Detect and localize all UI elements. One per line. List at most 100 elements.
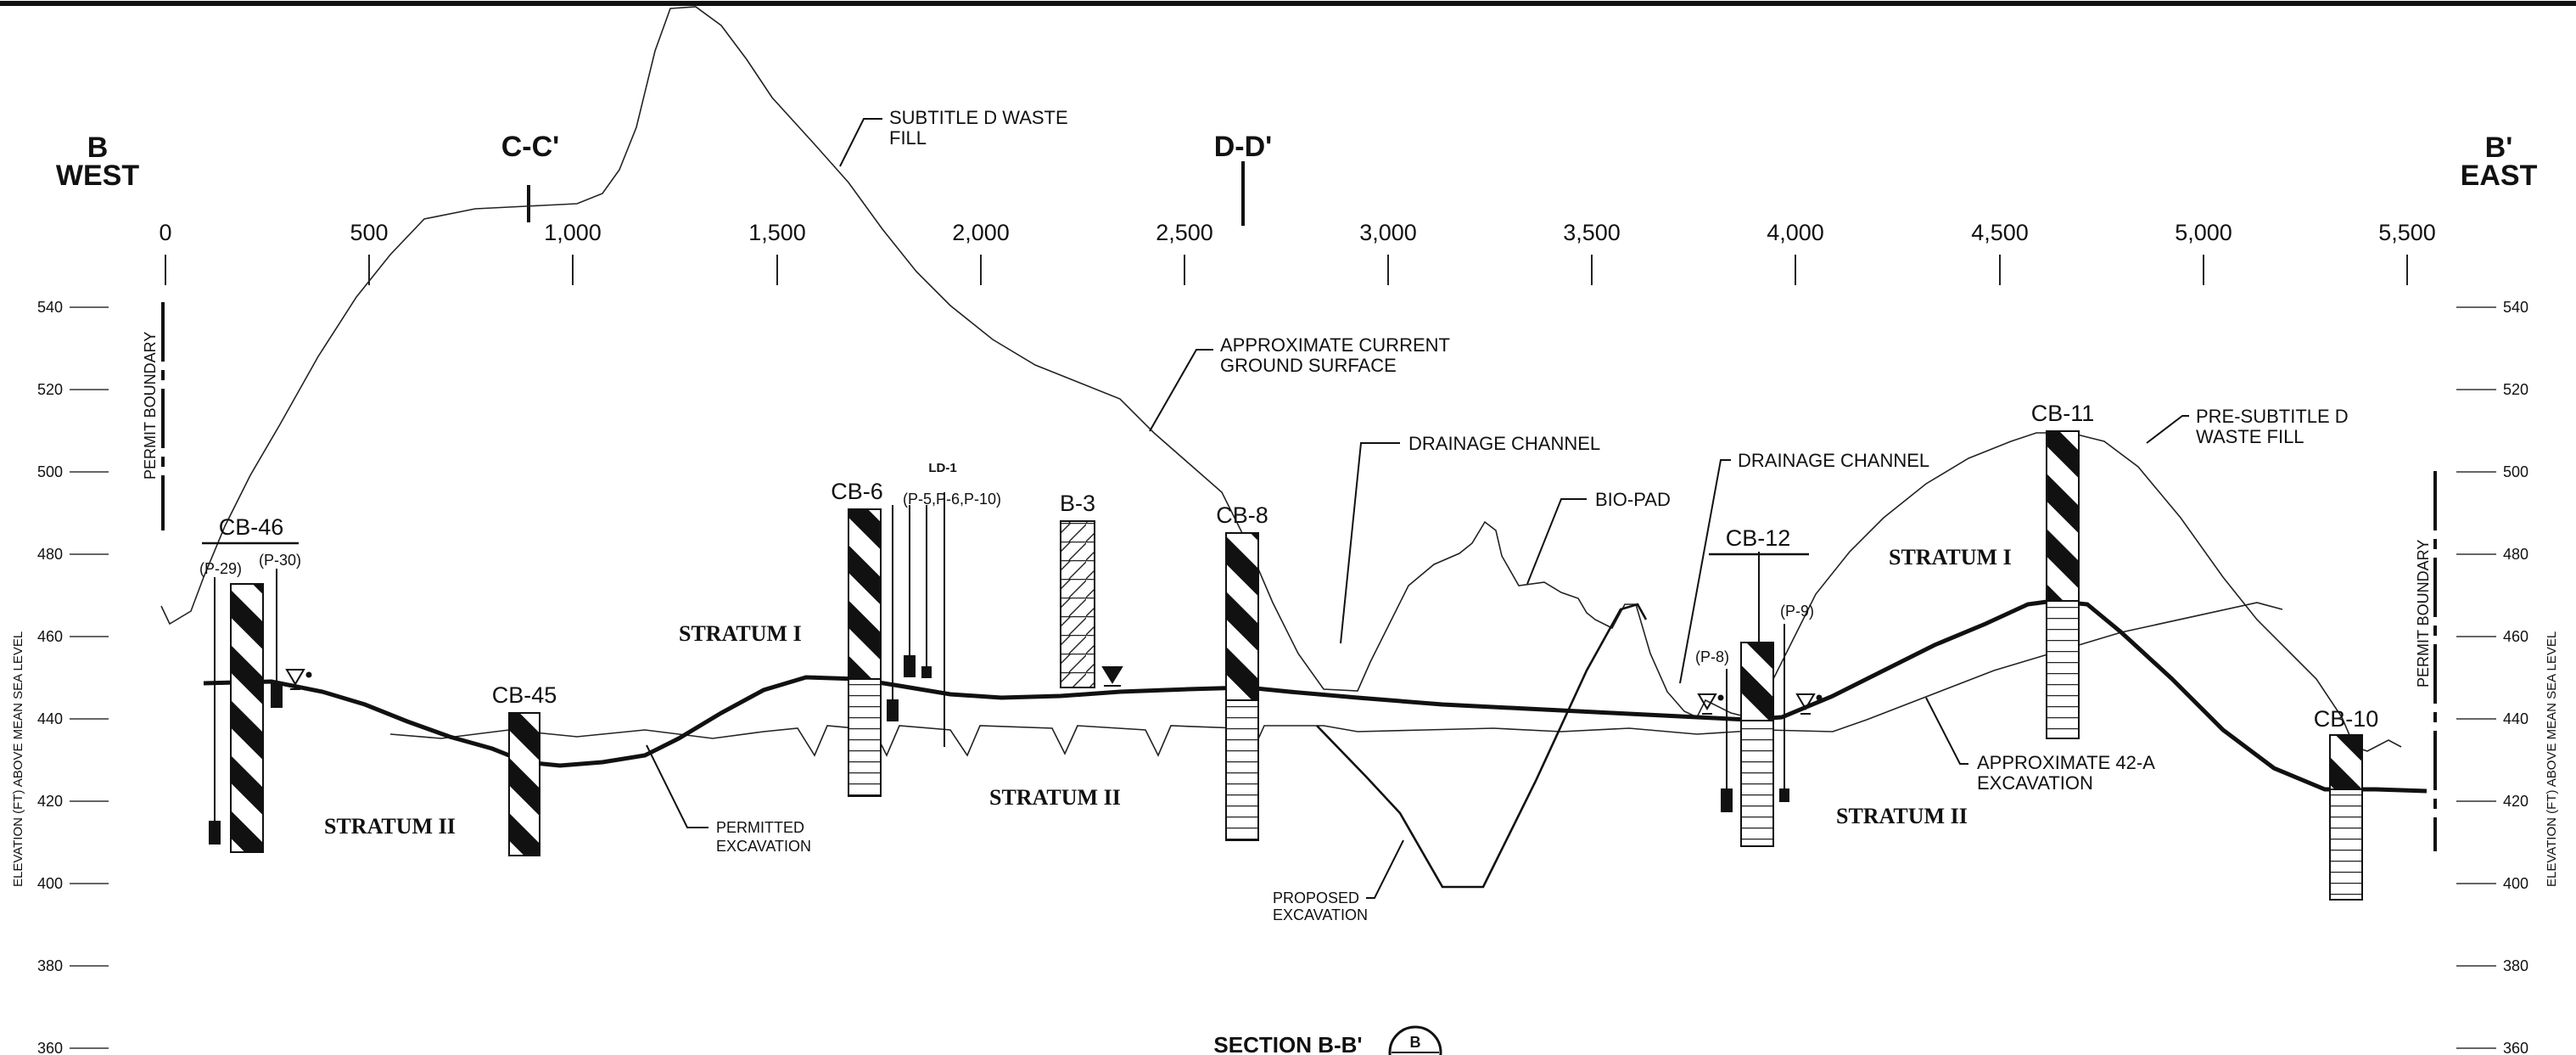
section-title-text: SECTION B-B' [1213,1032,1362,1055]
dist-tick-500: 500 [350,220,388,245]
cross-section-marker-dd: D-D' [1214,131,1273,226]
dist-tick-1500: 1,500 [748,220,806,245]
p5-p6-p10-label: (P-5,P-6,P-10) [903,491,1001,508]
stratum-ii-label-1: STRATUM II [324,814,456,839]
elev-right-380: 380 [2503,957,2528,974]
dist-tick-2500: 2,500 [1156,220,1213,245]
elev-left-520: 520 [37,381,63,398]
elev-left-500: 500 [37,463,63,480]
drainage-channel-1-label: DRAINAGE CHANNEL [1408,433,1600,454]
proposed-excavation-line1: PROPOSED [1273,889,1359,906]
elev-left-420: 420 [37,793,63,810]
piezometer-lines [209,492,1789,845]
section-end-east: B' EAST [2461,132,2538,192]
elev-left-440: 440 [37,710,63,727]
callout-drainage-channel-2: DRAINAGE CHANNEL [1679,450,1929,684]
east-letter: B' [2485,132,2513,164]
callout-pre-subtitle-d: PRE-SUBTITLE D WASTE FILL [2146,406,2349,447]
p29-label: (P-29) [199,560,242,577]
dd-label: D-D' [1214,131,1273,163]
elev-right-420: 420 [2503,793,2528,810]
cross-section-marker-cc: C-C' [501,131,560,222]
section-end-west: B WEST [56,132,139,192]
pre-subtitle-d-line1: PRE-SUBTITLE D [2196,406,2349,427]
permit-boundary-left: PERMIT BOUNDARY [142,302,165,530]
elev-left-360: 360 [37,1040,63,1055]
approx-42a-line1: APPROXIMATE 42-A [1977,752,2155,773]
section-title: SECTION B-B' B [1213,1025,1442,1055]
bio-pad-label: BIO-PAD [1595,489,1671,510]
dist-tick-1000: 1,000 [544,220,602,245]
permit-boundary-right: PERMIT BOUNDARY [2415,471,2437,851]
east-label: EAST [2461,160,2538,192]
cb8-label: CB-8 [1216,502,1268,528]
callout-drainage-channel-1: DRAINAGE CHANNEL [1340,433,1600,644]
elev-right-axis-title: ELEVATION (FT) ABOVE MEAN SEA LEVEL [2545,631,2559,887]
elev-right-540: 540 [2503,299,2528,316]
cb12-label: CB-12 [1726,525,1791,551]
permit-boundary-left-label: PERMIT BOUNDARY [142,332,159,480]
current-ground-surface-line [160,6,2402,752]
cb6-label: CB-6 [831,479,883,504]
boring-cb12: CB-12 (P-8) (P-9) [1695,525,1814,847]
callout-proposed-excavation: PROPOSED EXCAVATION [1273,839,1404,923]
ground-surface-line1: APPROXIMATE CURRENT [1220,334,1450,356]
permit-boundary-right-label: PERMIT BOUNDARY [2415,540,2432,687]
stratum-i-label-2: STRATUM I [1889,545,2012,570]
callout-bio-pad: BIO-PAD [1526,489,1671,585]
elev-right-460: 460 [2503,628,2528,645]
elev-left-540: 540 [37,299,63,316]
elev-left-460: 460 [37,628,63,645]
west-label: WEST [56,160,139,192]
cb46-label: CB-46 [219,514,284,540]
p8-label: (P-8) [1695,648,1729,665]
dist-tick-5000: 5,000 [2175,220,2232,245]
dist-tick-4500: 4,500 [1971,220,2029,245]
approx-42a-line2: EXCAVATION [1977,772,2093,794]
dist-tick-0: 0 [159,220,171,245]
permitted-excavation-line1: PERMITTED [716,819,804,836]
cb11-label: CB-11 [2031,401,2095,426]
dist-tick-3000: 3,000 [1359,220,1417,245]
section-title-marker: B [1410,1034,1421,1051]
elev-right-500: 500 [2503,463,2528,480]
elev-right-440: 440 [2503,710,2528,727]
elev-right-520: 520 [2503,381,2528,398]
water-table-markers [285,666,1823,715]
callout-permitted-excavation: PERMITTED EXCAVATION [646,744,811,855]
boring-cb11: CB-11 [2031,401,2095,739]
cc-label: C-C' [501,131,560,163]
elev-left-480: 480 [37,546,63,563]
elevation-axis-left: 540 520 500 480 460 440 420 400 380 360 … [11,299,109,1055]
boring-cb46: CB-46 (P-29) (P-30) [199,514,301,853]
elev-left-380: 380 [37,957,63,974]
p30-label: (P-30) [259,552,301,569]
callout-approx-42a: APPROXIMATE 42-A EXCAVATION [1925,697,2155,794]
boring-cb6: CB-6 (P-5,P-6,P-10) LD-1 [831,461,1001,797]
dist-tick-2000: 2,000 [952,220,1010,245]
dist-tick-3500: 3,500 [1563,220,1621,245]
subtitle-d-line2: FILL [889,127,927,149]
b3-label: B-3 [1060,491,1095,516]
boring-b3: B-3 [1060,491,1095,688]
stratum-ii-label-2: STRATUM II [989,785,1121,810]
west-letter: B [87,132,109,164]
cb45-label: CB-45 [492,682,557,708]
elev-right-360: 360 [2503,1040,2528,1055]
proposed-excavation-line2: EXCAVATION [1273,906,1368,923]
drainage-channel-2-label: DRAINAGE CHANNEL [1738,450,1929,471]
callout-ground-surface: APPROXIMATE CURRENT GROUND SURFACE [1149,334,1450,432]
dist-tick-5500: 5,500 [2378,220,2436,245]
p9-label: (P-9) [1780,603,1814,620]
elev-left-400: 400 [37,875,63,892]
subtitle-d-line1: SUBTITLE D WASTE [889,107,1068,128]
stratum-i-label-1: STRATUM I [679,621,802,646]
permitted-excavation-line2: EXCAVATION [716,838,811,855]
dist-tick-4000: 4,000 [1767,220,1824,245]
elev-right-480: 480 [2503,546,2528,563]
boring-cb8: CB-8 [1216,502,1268,841]
cb10-label: CB-10 [2314,706,2379,732]
distance-axis: 0 500 1,000 1,500 2,000 2,500 3,000 3,50… [159,220,2436,285]
ground-surface-line2: GROUND SURFACE [1220,355,1397,376]
